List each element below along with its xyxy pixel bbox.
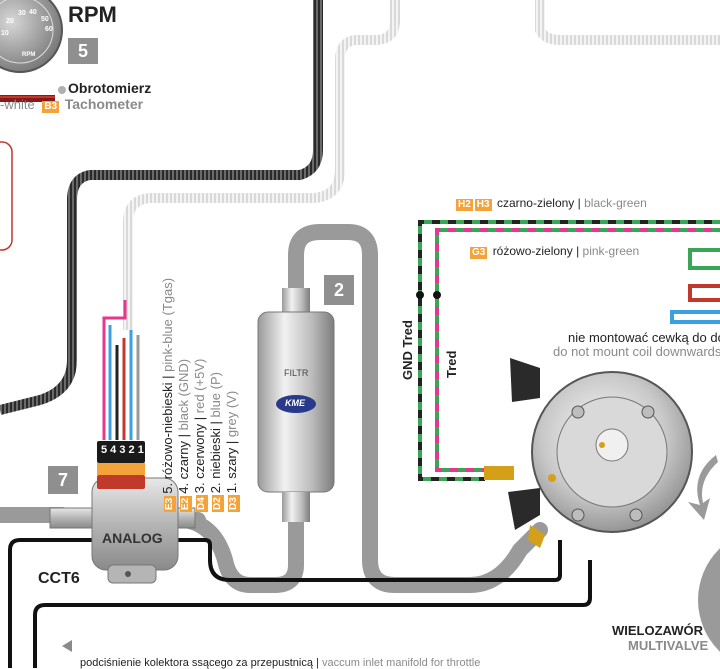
tachometer-name-pl: Obrotomierz xyxy=(68,80,152,96)
filter-number: 2 xyxy=(324,275,354,305)
connector-wires xyxy=(102,300,140,440)
wire-label-pink-green: G3 różowo-zielony | pink-green xyxy=(470,244,640,259)
multivalve-en: MULTIVALVE xyxy=(628,638,709,653)
connector-wire-list: E35. różowo-niebieski | pink-blue (Tgas)… xyxy=(160,278,240,512)
connector-plug xyxy=(97,441,145,489)
multivalve-pl: WIELOZAWÓR xyxy=(612,623,703,638)
dial-number: 30 xyxy=(18,10,26,17)
tank-edge xyxy=(698,548,720,652)
dial-number: 10 xyxy=(1,30,9,37)
wire-code-badge: B3 xyxy=(42,101,60,113)
wire-row: E35. różowo-niebieski | pink-blue (Tgas) xyxy=(160,277,176,512)
map-sensor-number: 7 xyxy=(48,466,78,494)
connector-pins: 5 4 3 2 1 xyxy=(101,444,144,456)
tachometer-wire xyxy=(0,86,66,102)
dial-number: 50 xyxy=(41,16,49,23)
junction-dot xyxy=(416,291,424,299)
coil-wires xyxy=(418,220,720,481)
cable-loom-light xyxy=(123,0,720,330)
info-box xyxy=(0,141,13,251)
bottom-note: podciśnienie kolektora ssącego za przepu… xyxy=(80,657,481,669)
dial-number: 60 xyxy=(45,26,53,33)
arrow-icon xyxy=(688,455,718,520)
wire-row: E24. czarny | black (GND) xyxy=(176,358,192,512)
tachometer-title: RPM xyxy=(68,2,117,27)
tred-label: Tred xyxy=(444,350,459,378)
gnd-tred-label: GND Tred xyxy=(400,320,415,380)
wire-row: D31. szary | grey (V) xyxy=(224,390,240,512)
warning-pl: nie montować cewką do dołu xyxy=(568,330,720,345)
junction-dot xyxy=(433,291,441,299)
filter-body xyxy=(257,288,335,522)
wire-row: D22. niebieski | blue (P) xyxy=(208,372,224,512)
warning-en: do not mount coil downwards xyxy=(553,344,720,359)
tachometer-name-en: Tachometer xyxy=(64,96,144,112)
map-sensor-model: CCT6 xyxy=(38,570,80,587)
dial-label: RPM xyxy=(22,52,36,58)
arrow-left-icon xyxy=(62,640,72,652)
tachometer-dial xyxy=(0,0,63,73)
dial-number: 40 xyxy=(29,9,37,16)
wire-label: -white xyxy=(0,97,35,112)
wire-row: D43. czerwony | red (+5V) xyxy=(192,358,208,512)
filter-brand: KME xyxy=(285,398,305,408)
tachometer-number: 5 xyxy=(68,38,98,64)
cable-loom-dark xyxy=(0,0,323,415)
tachometer-wire-label: -white B3 Tachometer xyxy=(0,96,143,113)
filter-label: FILTR xyxy=(284,368,309,378)
map-sensor-label: ANALOG xyxy=(102,530,163,546)
kme-logo xyxy=(276,395,316,413)
multivalve xyxy=(484,358,693,548)
vacuum-lines xyxy=(8,538,592,668)
dial-number: 20 xyxy=(6,18,14,25)
